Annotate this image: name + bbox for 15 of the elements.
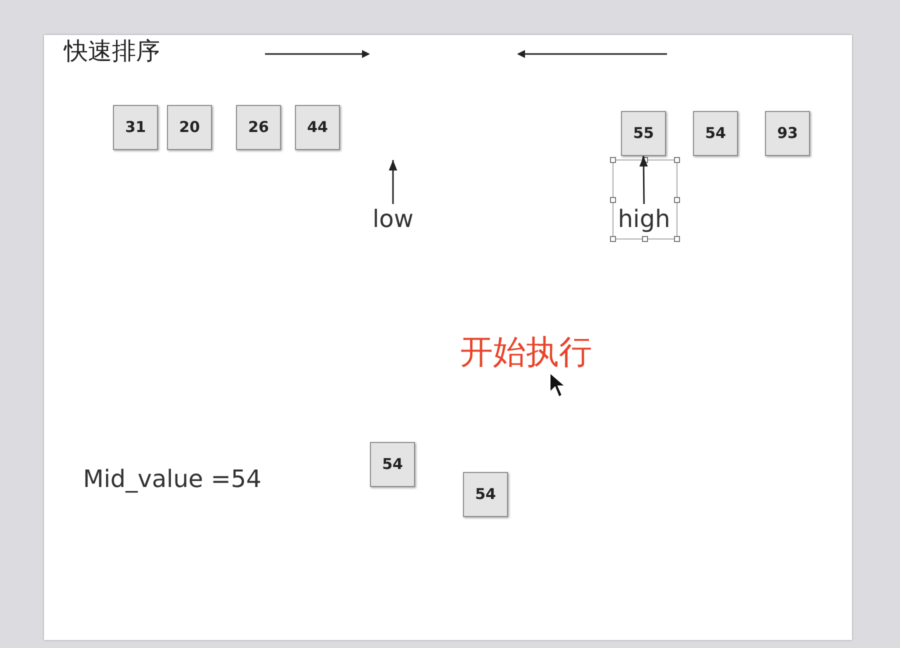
pointer-label: low: [366, 204, 420, 234]
arrow: [639, 156, 648, 204]
pivot-label: Mid_value =54: [83, 467, 262, 491]
number-card: 20: [167, 105, 212, 150]
number-card: 31: [113, 105, 158, 150]
number-card: 54: [693, 111, 738, 156]
number-card: 54: [370, 442, 415, 487]
number-card: 54: [463, 472, 508, 517]
number-card: 44: [295, 105, 340, 150]
number-card: 55: [621, 111, 666, 156]
number-card: 26: [236, 105, 281, 150]
number-card: 93: [765, 111, 810, 156]
status-text: 开始执行: [460, 335, 592, 368]
title: 快速排序: [64, 39, 160, 63]
arrow: [388, 160, 398, 204]
